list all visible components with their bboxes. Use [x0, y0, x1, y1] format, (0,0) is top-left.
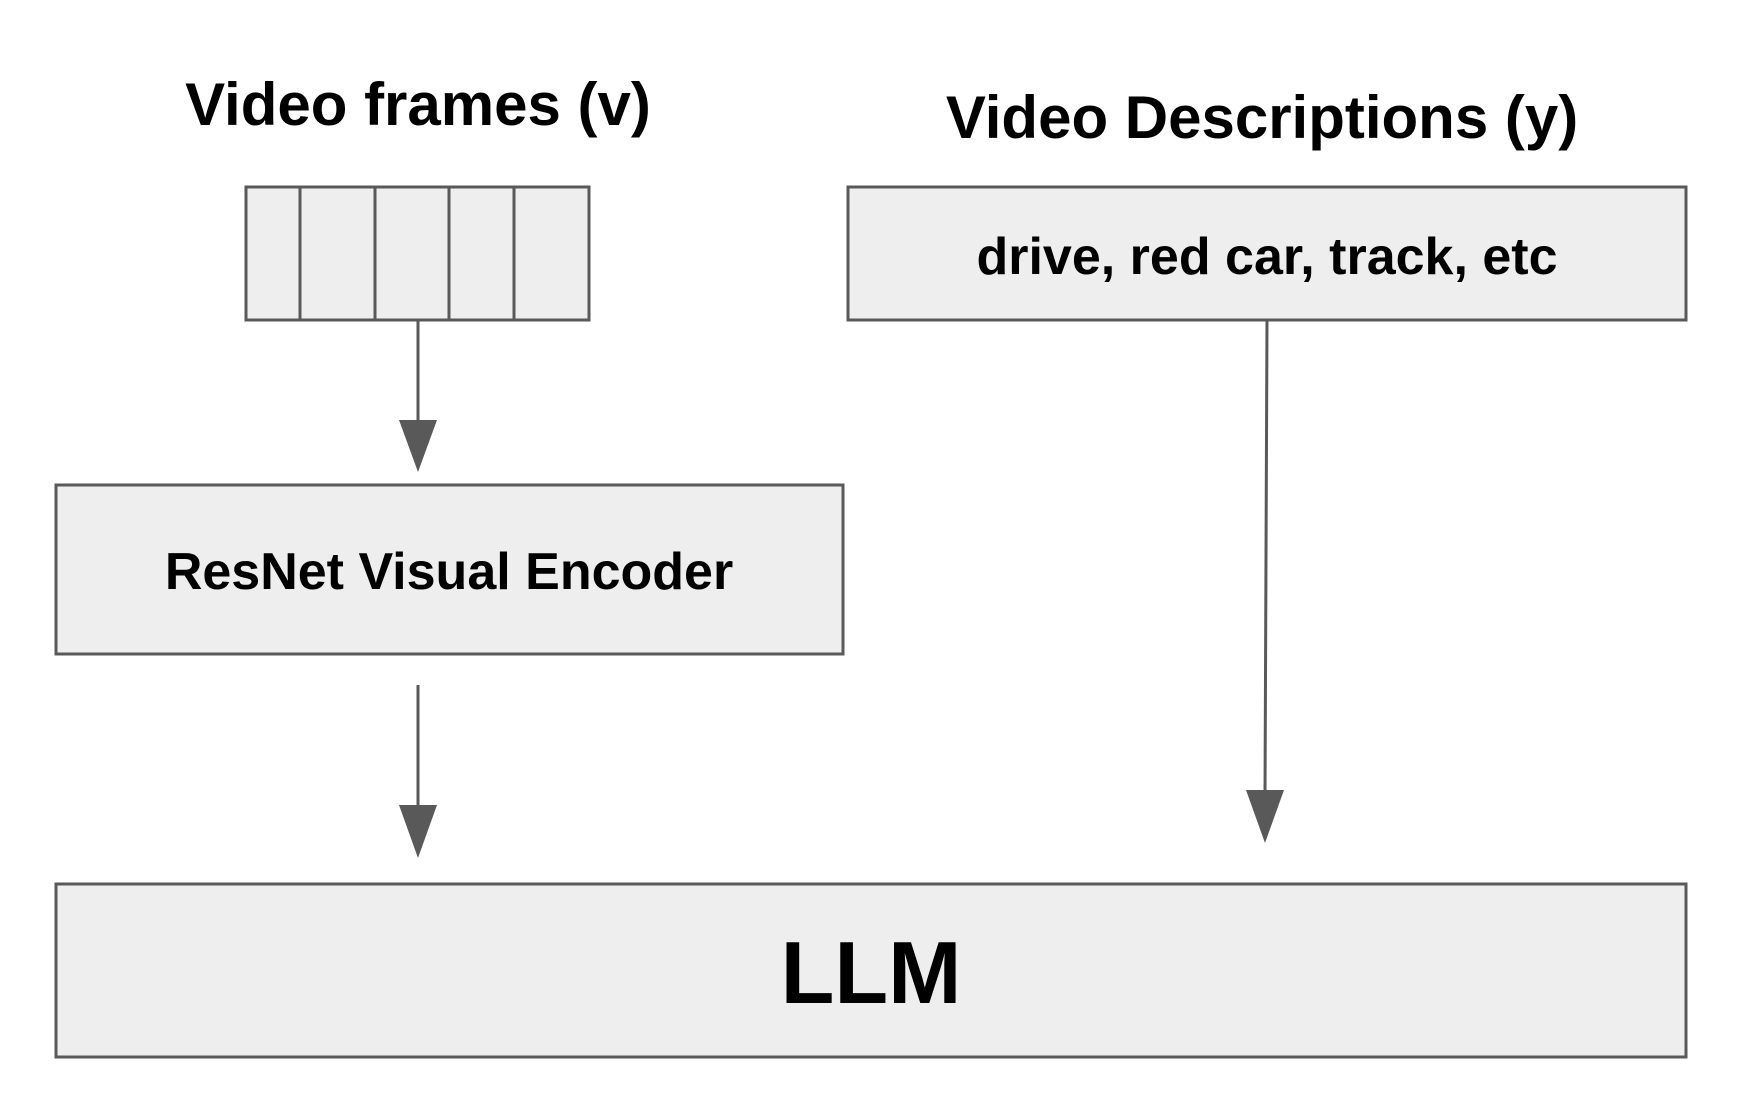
frames-outline: [244, 185, 591, 322]
descriptions-box-text: drive, red car, track, etc: [976, 228, 1557, 286]
video-descriptions-box: drive, red car, track, etc: [846, 185, 1688, 322]
video-frames-strip: [244, 185, 591, 322]
llm-box: LLM: [54, 882, 1688, 1059]
encoder-box-text: ResNet Visual Encoder: [165, 543, 733, 601]
llm-box-text: LLM: [781, 923, 962, 1022]
descriptions-box-outline: [846, 185, 1688, 322]
arrow-frames-to-encoder: [399, 320, 437, 472]
arrow-descriptions-to-llm: [1246, 319, 1284, 843]
video-descriptions-title: Video Descriptions (y): [946, 84, 1578, 151]
llm-box-outline: [54, 882, 1688, 1059]
encoder-box-outline: [54, 483, 845, 656]
encoder-box: ResNet Visual Encoder: [54, 483, 845, 656]
video-frames-title: Video frames (v): [185, 71, 651, 138]
arrow-encoder-to-llm: [399, 685, 437, 858]
